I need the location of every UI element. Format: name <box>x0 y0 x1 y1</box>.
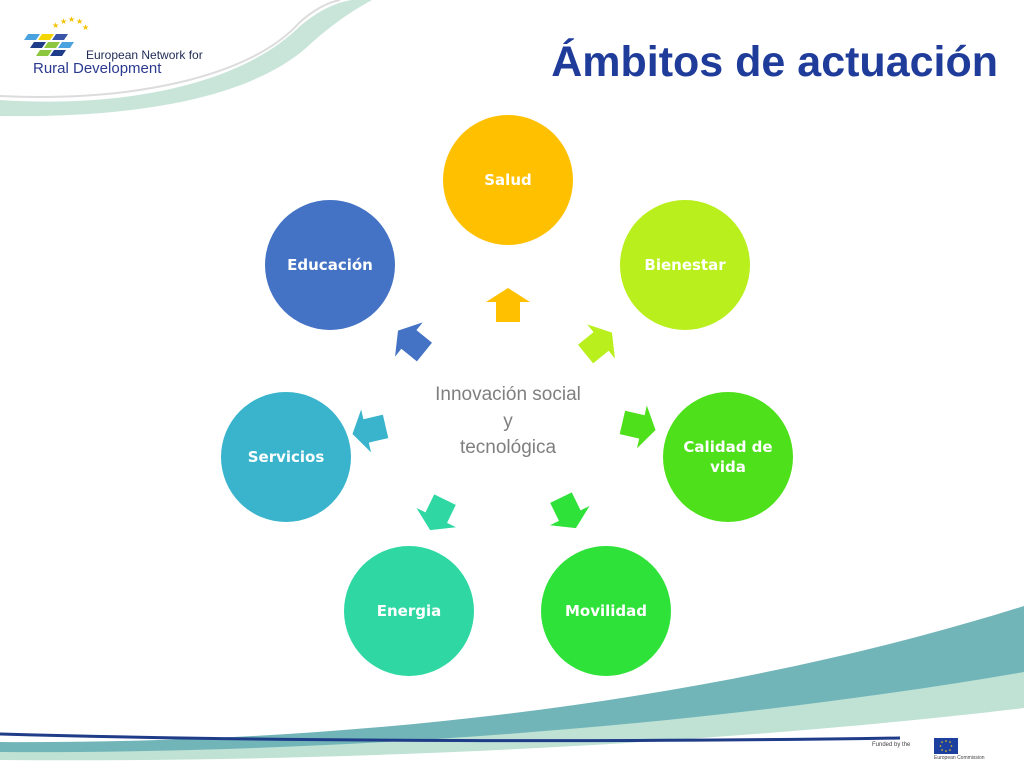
svg-text:★: ★ <box>60 17 67 26</box>
node-servicios: Servicios <box>221 392 351 522</box>
arrow-movilidad <box>549 492 590 529</box>
arrow-up <box>486 288 530 322</box>
slide-title: Ámbitos de actuación <box>551 38 998 86</box>
center-label-line1: Innovación social <box>435 384 581 405</box>
enrd-logo-icon: ★ ★ ★ ★ ★ <box>24 15 89 56</box>
node-salud: Salud <box>443 115 573 245</box>
logo-text-line1: European Network for <box>86 48 203 62</box>
center-label: Innovación social y tecnológica <box>402 382 614 462</box>
enrd-logo: ★ ★ ★ ★ ★ European Network for Rural Dev… <box>22 14 203 84</box>
svg-text:★: ★ <box>82 23 89 32</box>
top-wave-line <box>0 0 341 98</box>
bottom-wave-white <box>0 708 1024 768</box>
svg-text:★: ★ <box>52 21 59 30</box>
center-label-line3: tecnológica <box>459 437 557 459</box>
logo-text-line2: Rural Development <box>33 60 162 77</box>
center-label-line2: y <box>503 410 513 432</box>
arrow-energia <box>416 494 457 531</box>
svg-text:★: ★ <box>76 17 83 26</box>
top-wave-band <box>0 0 372 117</box>
node-movilidad: Movilidad <box>541 546 671 676</box>
node-calidad-de-vida: Calidad de vida <box>663 392 793 522</box>
node-educacion: Educación <box>265 200 395 330</box>
bottom-wave-navy-line <box>0 732 901 743</box>
eu-flag-icon <box>934 738 958 754</box>
footer-funding: Funded by the European Commission <box>872 736 992 764</box>
node-energia: Energia <box>344 546 474 676</box>
arrow-calidad <box>619 405 656 449</box>
arrow-educacion <box>395 322 432 362</box>
svg-text:★: ★ <box>68 15 75 24</box>
arrow-bienestar <box>578 324 615 364</box>
arrow-servicios <box>352 409 389 453</box>
funded-by-text: Funded by the <box>872 742 911 748</box>
european-commission-text: European Commission <box>934 755 985 761</box>
node-bienestar: Bienestar <box>620 200 750 330</box>
